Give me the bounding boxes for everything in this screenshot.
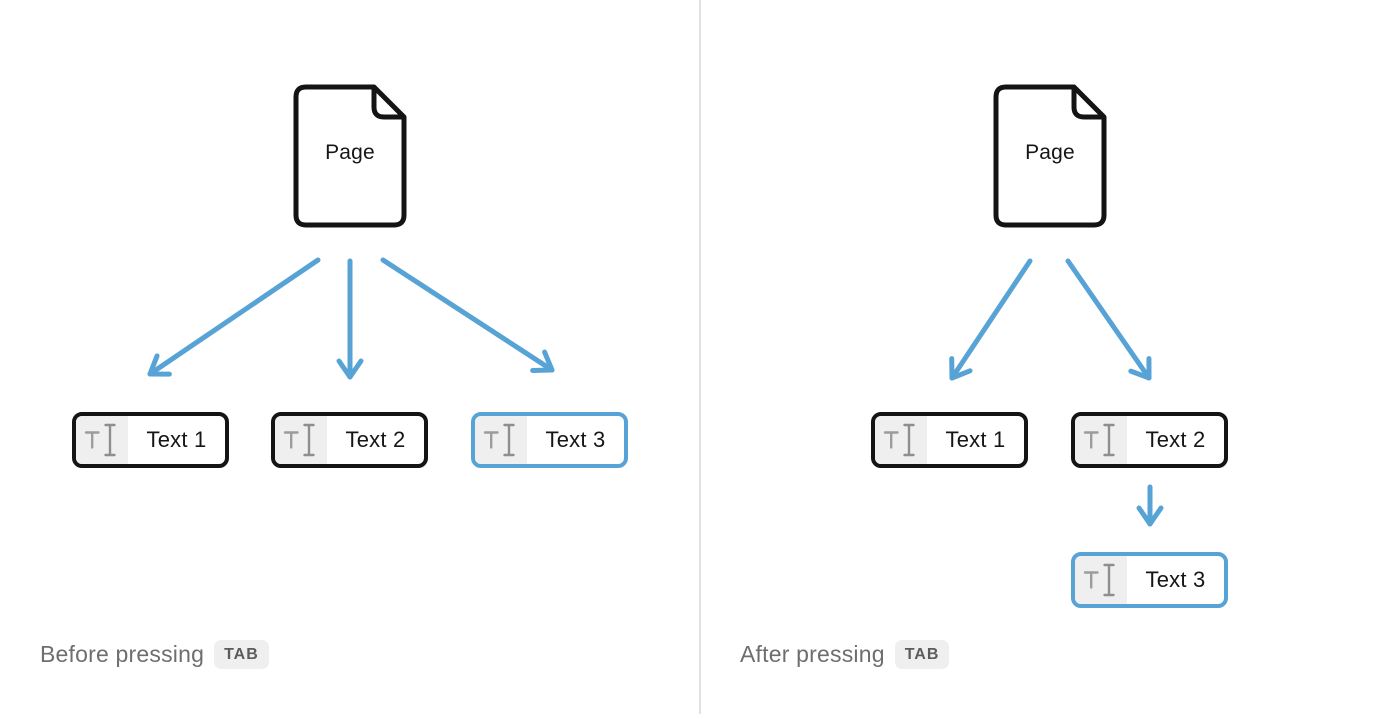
text-block-label: Text 1 — [146, 427, 207, 452]
text-block-2-after: Text 2 — [1071, 412, 1228, 468]
page-document-icon: Page — [990, 81, 1110, 231]
document-outline-icon — [993, 84, 1107, 228]
caption-text: After pressing — [740, 641, 885, 668]
page-document-icon: Page — [290, 81, 410, 231]
text-block-2-before: Text 2 — [271, 412, 428, 468]
text-cursor-icon — [84, 423, 116, 457]
text-block-1-after: Text 1 — [871, 412, 1028, 468]
text-cursor-icon — [1083, 423, 1115, 457]
arrow-after-page-to-text2 — [1065, 258, 1152, 381]
caption-text: Before pressing — [40, 641, 205, 668]
text-block-label: Text 2 — [1145, 427, 1206, 452]
text-block-type-cell — [475, 416, 527, 464]
text-block-type-cell — [275, 416, 327, 464]
text-block-type-cell — [76, 416, 128, 464]
text-block-label: Text 2 — [345, 427, 406, 452]
tab-key-badge: TAB — [214, 640, 269, 670]
arrow-before-page-to-text1 — [147, 257, 321, 377]
text-block-label: Text 3 — [545, 427, 606, 452]
document-outline-icon — [293, 84, 407, 228]
panel-divider — [699, 0, 701, 714]
page-label: Page — [325, 141, 375, 164]
text-block-3-before-highlighted: Text 3 — [471, 412, 628, 468]
text-cursor-icon — [1083, 563, 1115, 597]
arrow-before-page-to-text3 — [380, 257, 555, 373]
text-block-label: Text 1 — [945, 427, 1006, 452]
text-block-type-cell — [1075, 556, 1127, 604]
text-block-type-cell — [875, 416, 927, 464]
text-cursor-icon — [483, 423, 515, 457]
text-cursor-icon — [883, 423, 915, 457]
caption-before: Before pressing TAB — [40, 640, 269, 670]
page-label: Page — [1025, 141, 1075, 164]
tab-key-badge: TAB — [894, 640, 950, 670]
text-block-1-before: Text 1 — [72, 412, 229, 468]
arrow-after-page-to-text1 — [949, 258, 1033, 381]
text-block-3-after-highlighted-indented: Text 3 — [1071, 552, 1228, 608]
text-block-type-cell — [1075, 416, 1127, 464]
caption-after: After pressing TAB — [740, 640, 950, 670]
text-cursor-icon — [283, 423, 315, 457]
text-block-label: Text 3 — [1145, 567, 1206, 592]
